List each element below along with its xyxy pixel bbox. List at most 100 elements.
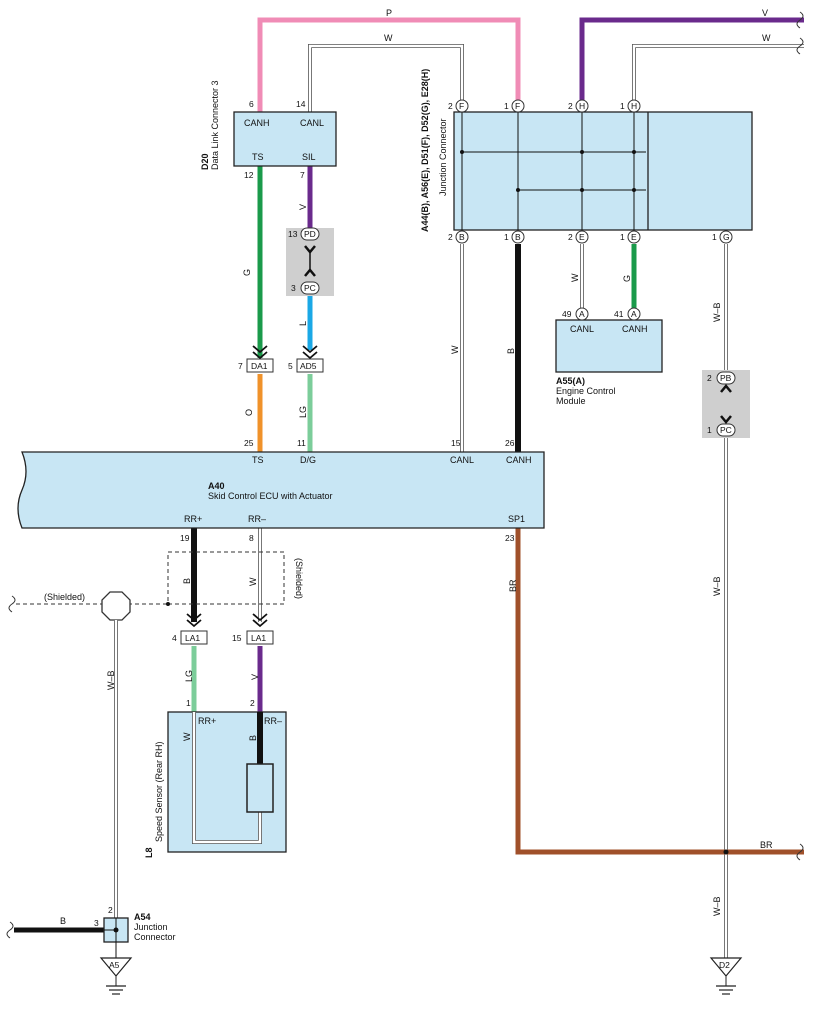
junction-top-pin-code: F: [515, 101, 520, 111]
a54-code: A54: [134, 912, 151, 922]
wire-label-w-l8: W: [182, 732, 192, 741]
junction-top-pin-number: 2: [568, 101, 573, 111]
a55-name1: Engine Control: [556, 386, 616, 396]
wire-label-wb-right: W–B: [712, 302, 722, 322]
pd-code: PD: [304, 229, 316, 239]
junction-bottom-pin-code: B: [459, 232, 465, 242]
wire-label-v: V: [298, 204, 308, 210]
a40-rrm: RR–: [248, 514, 266, 524]
shield-ground-octagon: [101, 591, 131, 621]
a40-n11: 11: [297, 438, 306, 448]
a40-n25: 25: [244, 438, 254, 448]
a55-ecm-box: [555, 319, 663, 373]
wire-label-o: O: [244, 409, 254, 416]
wire-label-l: L: [298, 321, 308, 326]
la1-right-connector: [246, 630, 274, 645]
junction-connector-box: [453, 111, 753, 231]
a40-sp1: SP1: [508, 514, 525, 524]
junction-top-pin-code: H: [579, 101, 585, 111]
a55-pin-a1: A: [579, 309, 585, 319]
d20-name: Data Link Connector 3: [210, 80, 220, 170]
ground-d2-icon: [709, 957, 743, 995]
l8-coil: [246, 763, 274, 813]
junction-name: Junction Connector: [438, 118, 448, 196]
a55-code: A55(A): [556, 376, 585, 386]
wire-label-w-right: W: [762, 33, 771, 43]
d20-pin-sil: SIL: [302, 152, 316, 162]
d20-n12: 12: [244, 170, 254, 180]
pb-code: PB: [720, 373, 732, 383]
wire-label-g-a55: G: [622, 275, 632, 282]
wire-v-top: [579, 17, 804, 100]
ground-d2-label: D2: [719, 960, 730, 970]
junction-bottom-pin-circle: [511, 230, 525, 244]
ground-a5-label: A5: [109, 960, 120, 970]
junction-bottom-pin-code: E: [631, 232, 637, 242]
ad5-n5: 5: [288, 361, 293, 371]
la1-left-code: LA1: [185, 633, 200, 643]
a55-canl: CANL: [570, 324, 594, 334]
a40-n23: 23: [505, 533, 515, 543]
la1-left-n4: 4: [172, 633, 177, 643]
a40-canl: CANL: [450, 455, 474, 465]
a55-pin-a2: A: [631, 309, 637, 319]
a40-code: A40: [208, 481, 225, 491]
ad5-arrow-icon: [302, 345, 318, 360]
pc-code: PC: [304, 283, 316, 293]
la1-left-arrow-icon: [186, 613, 202, 628]
a54-name2: Connector: [134, 932, 176, 942]
la1-right-code: LA1: [251, 633, 266, 643]
l8-rrm: RR–: [264, 716, 282, 726]
ad5-code: AD5: [300, 361, 317, 371]
a40-n15: 15: [451, 438, 461, 448]
wire-w-top: [308, 44, 464, 112]
junction-top-pin-number: 1: [620, 101, 625, 111]
a40-canh: CANH: [506, 455, 532, 465]
wire-br: [515, 528, 804, 855]
a40-ts: TS: [252, 455, 264, 465]
junction-bottom-pin-circle: [627, 230, 641, 244]
pc-n3: 3: [291, 283, 296, 293]
pd-n13: 13: [288, 229, 298, 239]
l8-name: Speed Sensor (Rear RH): [154, 741, 164, 842]
junction-bottom-pin-circle: [455, 230, 469, 244]
pb-n2: 2: [707, 373, 712, 383]
la1-right-n15: 15: [232, 633, 242, 643]
a40-dg: D/G: [300, 455, 316, 465]
wire-label-b-mid: B: [506, 348, 516, 354]
d20-connector-box: [233, 111, 337, 167]
pc-right-code: PC: [720, 425, 732, 435]
a40-n26: 26: [505, 438, 515, 448]
d20-pin-canh: CANH: [244, 118, 270, 128]
da1-n7: 7: [238, 361, 243, 371]
ground-a5-icon: [99, 957, 133, 995]
da1-connector: [246, 358, 274, 373]
wire-label-v2: V: [250, 674, 260, 680]
junction-top-pin-number: 1: [504, 101, 509, 111]
wire-label-b-l8: B: [248, 735, 258, 741]
la1-left-connector: [180, 630, 208, 645]
junction-top-pin-circle: [511, 99, 525, 113]
junction-top-pin-code: F: [459, 101, 464, 111]
pc-right-n1: 1: [707, 425, 712, 435]
junction-bottom-pin-code: E: [579, 232, 585, 242]
junction-bottom-pin-code: G: [723, 232, 730, 242]
d20-n14: 14: [296, 99, 306, 109]
wire-label-wb-right3: W–B: [712, 896, 722, 916]
junction-top-pin-number: 2: [448, 101, 453, 111]
ad5-connector: [296, 358, 324, 373]
wire-label-lg: LG: [298, 406, 308, 418]
junction-bottom-pin-number: 2: [448, 232, 453, 242]
a55-n49: 49: [562, 309, 572, 319]
wire-label-w-mid: W: [450, 345, 460, 354]
junction-top-pin-circle: [575, 99, 589, 113]
a40-rrp: RR+: [184, 514, 202, 524]
junction-top-pin-circle: [455, 99, 469, 113]
wire-w-right: [632, 44, 804, 100]
d20-pin-ts: TS: [252, 152, 264, 162]
d20-code: D20: [200, 153, 210, 170]
a55-canh: CANH: [622, 324, 648, 334]
da1-code: DA1: [251, 361, 268, 371]
a40-ecu-box: [17, 451, 545, 529]
